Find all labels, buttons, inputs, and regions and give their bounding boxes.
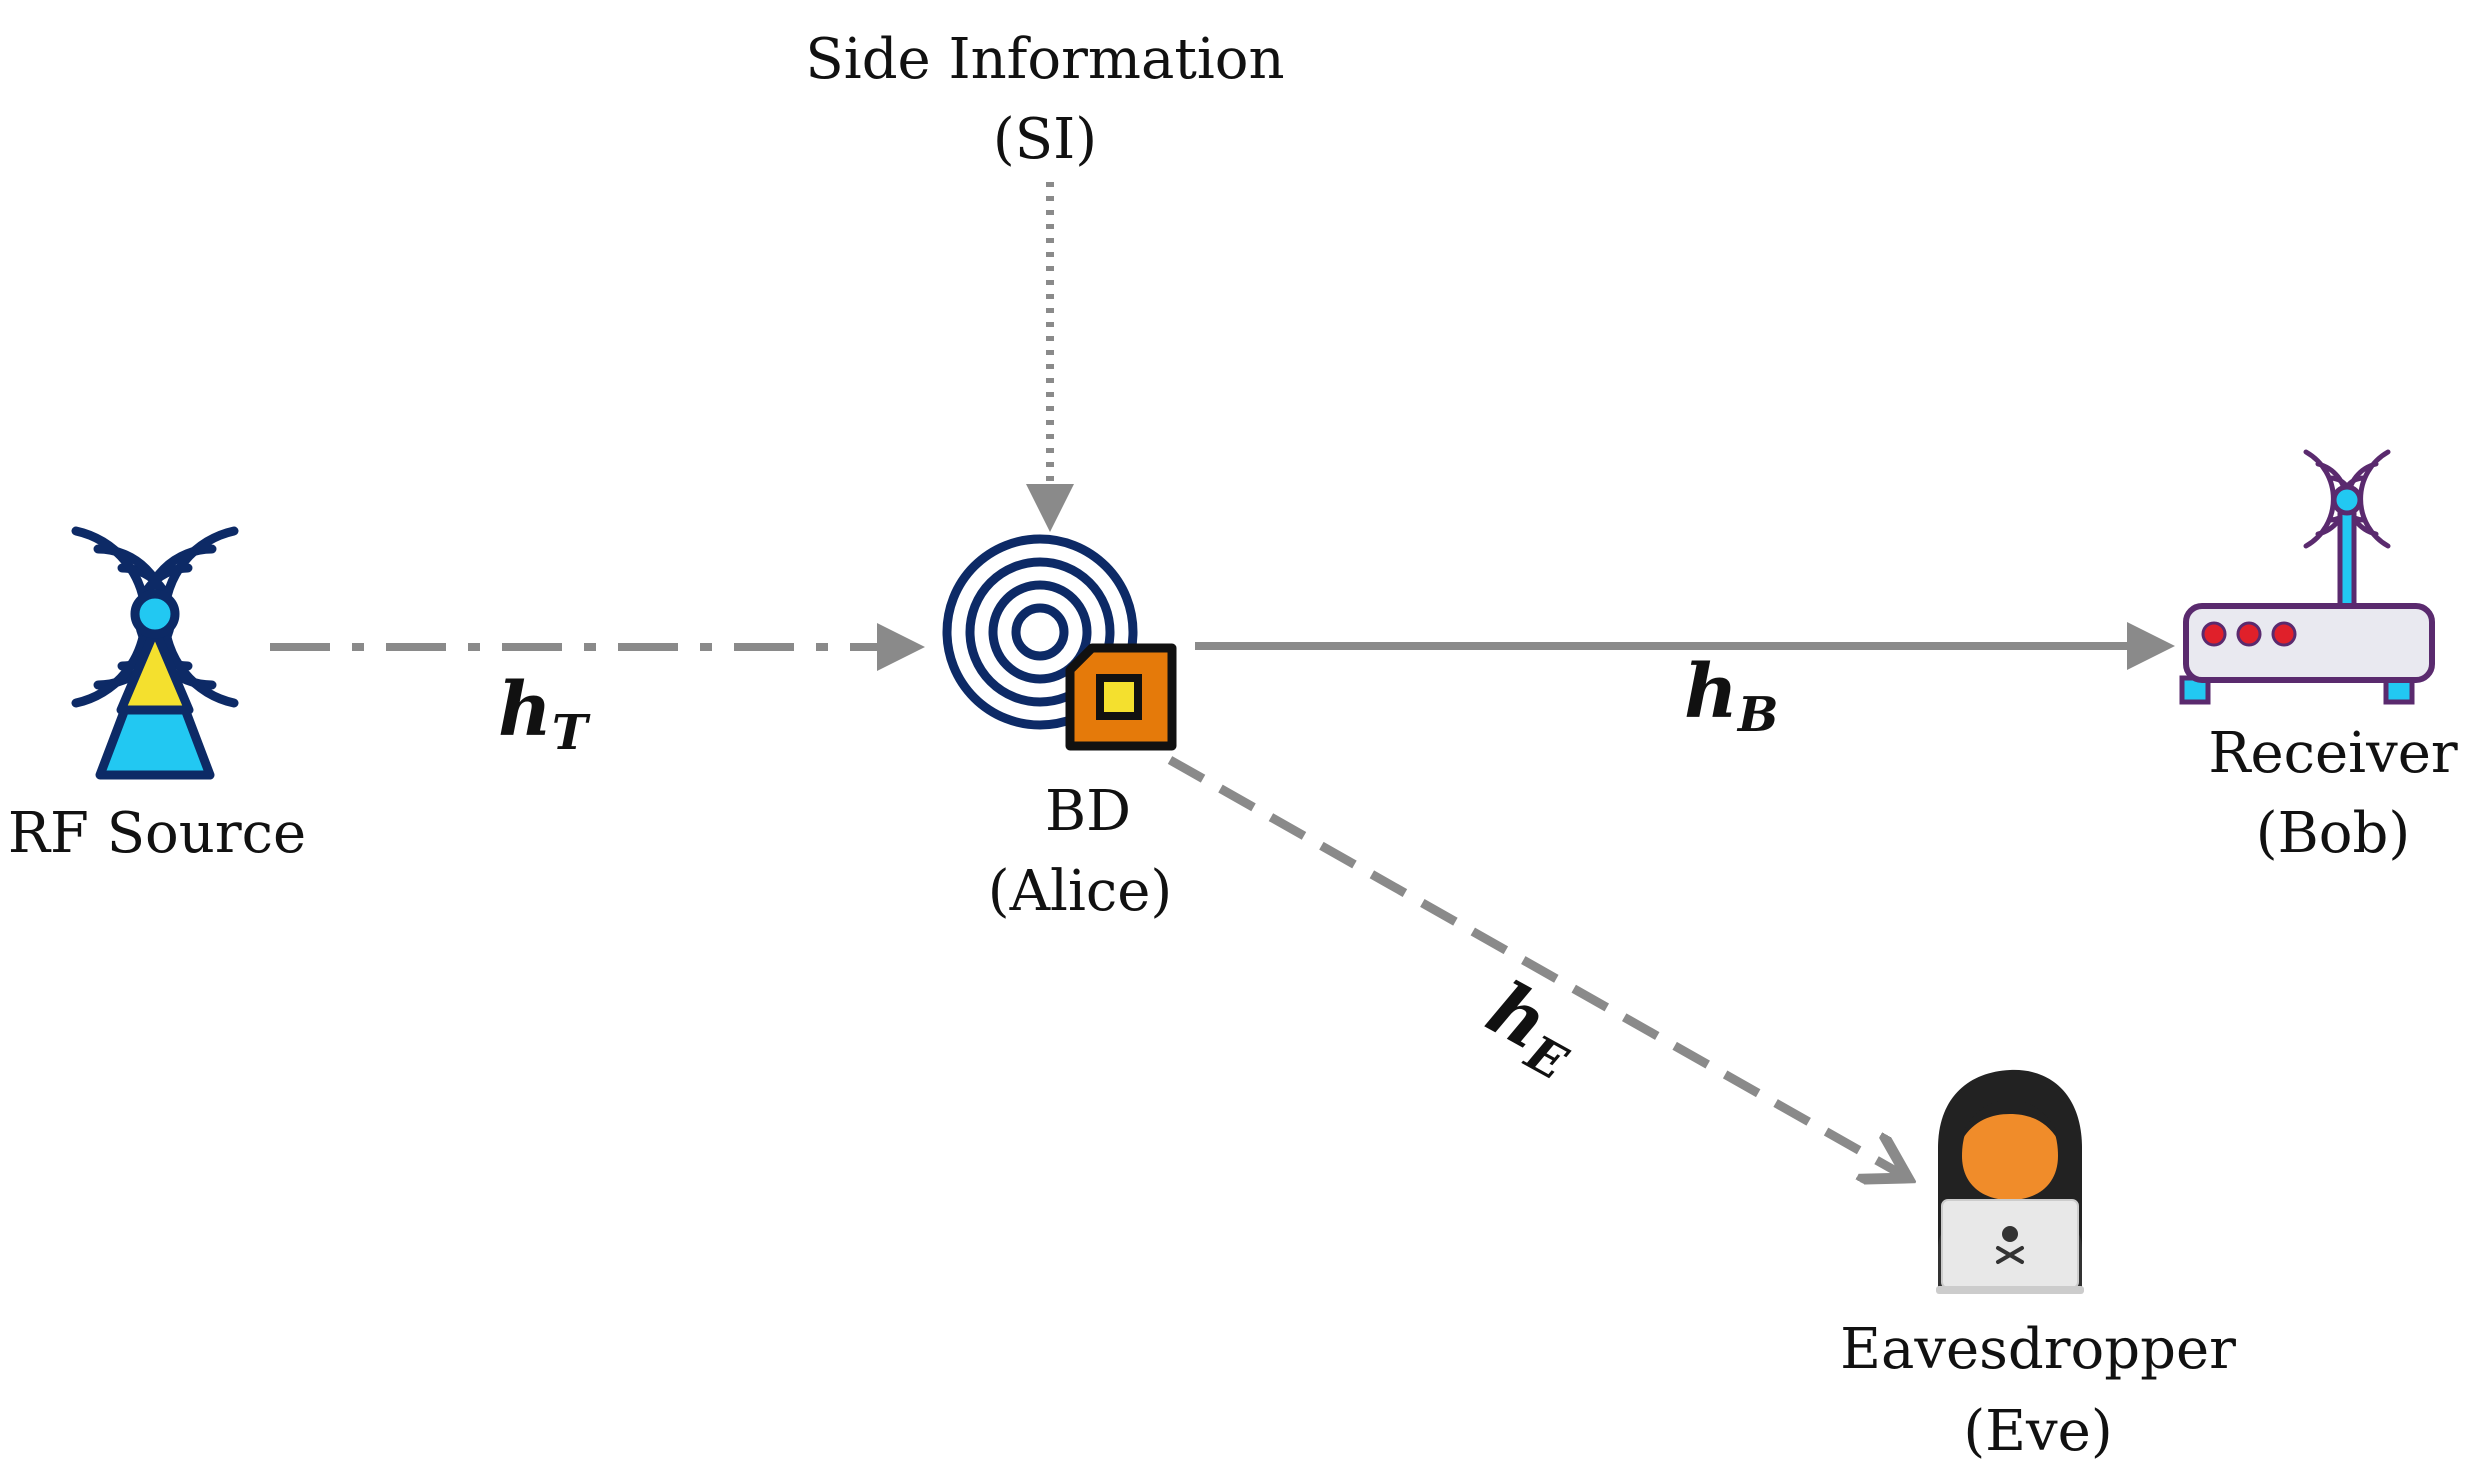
antenna-tower-icon bbox=[71, 526, 239, 780]
router-icon bbox=[2179, 449, 2435, 705]
bd-label-line2: (Alice) bbox=[988, 859, 1172, 924]
backscatter-tag-icon bbox=[942, 534, 1177, 751]
he-link-arrow bbox=[1167, 756, 1908, 1178]
eavesdropper-label-line2: (Eve) bbox=[1963, 1399, 2112, 1464]
side-info-label-line1: Side Information bbox=[805, 27, 1284, 92]
eavesdropper-label-line1: Eavesdropper bbox=[1840, 1317, 2236, 1382]
channel-label-he: hE bbox=[1469, 966, 1595, 1093]
rf-source-label: RF Source bbox=[8, 801, 306, 866]
bd-label-line1: BD bbox=[1045, 779, 1131, 844]
receiver-label-line1: Receiver bbox=[2208, 721, 2457, 786]
channel-label-hb: hB bbox=[1684, 649, 1778, 743]
side-info-label-line2: (SI) bbox=[993, 107, 1097, 172]
channel-label-ht: hT bbox=[498, 667, 591, 761]
receiver-label-line2: (Bob) bbox=[2256, 801, 2410, 866]
hacker-icon bbox=[1936, 1069, 2084, 1294]
